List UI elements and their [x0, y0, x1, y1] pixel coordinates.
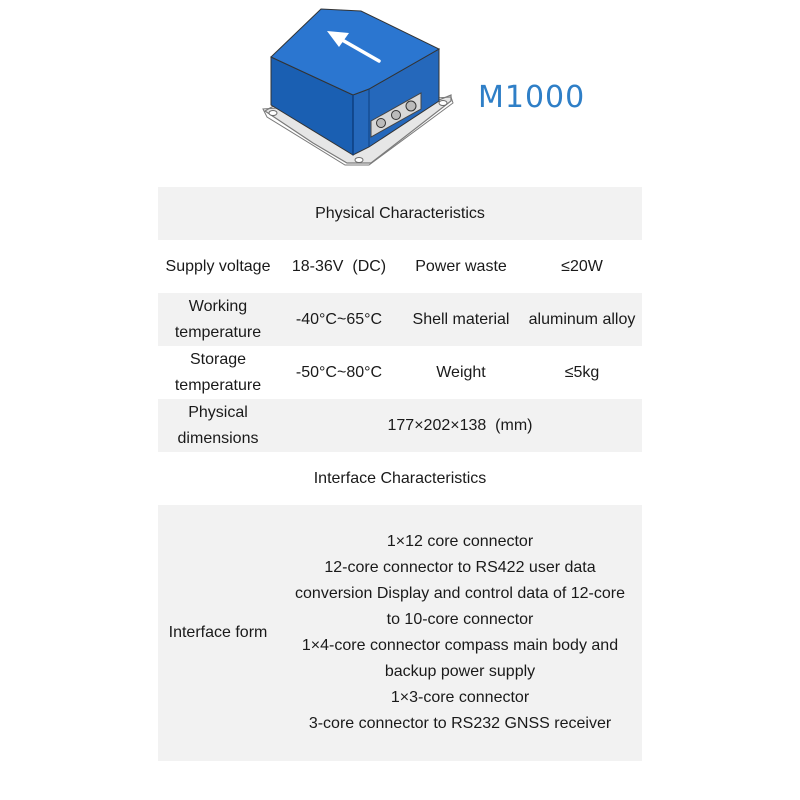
interface-header-row: Interface Characteristics — [158, 452, 642, 505]
interface-form-value: 1×12 core connector 12-core connector to… — [278, 505, 642, 761]
interface-form-line: 3-core connector to RS232 GNSS receiver — [308, 715, 612, 732]
interface-form-line: conversion Display and control data of 1… — [295, 585, 625, 602]
interface-form-line: 12-core connector to RS422 user data — [324, 559, 596, 576]
supply-voltage-label: Supply voltage — [165, 257, 271, 275]
dimensions-label: Physical dimensions — [158, 399, 278, 452]
working-temp-label-line: Working — [188, 297, 248, 315]
physical-header-row: Physical Characteristics — [158, 187, 642, 240]
supply-voltage-value: 18-36V (DC) — [291, 257, 387, 275]
interface-form-line: 1×3-core connector — [390, 689, 530, 706]
power-waste-label: Power waste — [415, 257, 507, 275]
weight-value: ≤5kg — [564, 363, 600, 381]
table-row: Storage temperature -50°C~80°C Weight ≤5… — [158, 346, 642, 399]
storage-temp-label-line: temperature — [174, 376, 262, 394]
storage-temp-value: -50°C~80°C — [295, 363, 383, 381]
power-waste-value: ≤20W — [561, 257, 603, 275]
table-row: Working temperature -40°C~65°C Shell mat… — [158, 293, 642, 346]
shell-material-label: Shell material — [412, 310, 510, 328]
working-temp-label: Working temperature — [158, 293, 278, 346]
interface-form-line: 1×4-core connector compass main body and — [301, 637, 619, 654]
table-row: Supply voltage 18-36V (DC) Power waste ≤… — [158, 240, 642, 293]
weight-label: Weight — [436, 363, 486, 381]
storage-temp-label: Storage temperature — [158, 346, 278, 399]
interface-form-line: 1×12 core connector — [386, 533, 534, 550]
interface-form-label: Interface form — [168, 624, 268, 641]
interface-form-line: backup power supply — [384, 663, 536, 680]
physical-header: Physical Characteristics — [315, 204, 485, 222]
dimensions-label-line: Physical — [188, 403, 248, 421]
dimensions-label-line: dimensions — [177, 429, 259, 447]
shell-material-value: aluminum alloy — [528, 310, 636, 328]
working-temp-label-line: temperature — [174, 323, 262, 341]
dimensions-value: 177×202×138 (mm) — [387, 416, 533, 434]
device-illustration — [262, 8, 454, 166]
storage-temp-label-line: Storage — [189, 350, 247, 368]
interface-header: Interface Characteristics — [313, 469, 487, 487]
table-row: Interface form 1×12 core connector 12-co… — [158, 505, 642, 761]
working-temp-value: -40°C~65°C — [295, 310, 383, 328]
table-row: Physical dimensions 177×202×138 (mm) — [158, 399, 642, 452]
model-title: M1000 — [478, 80, 586, 115]
interface-form-line: to 10-core connector — [386, 611, 534, 628]
